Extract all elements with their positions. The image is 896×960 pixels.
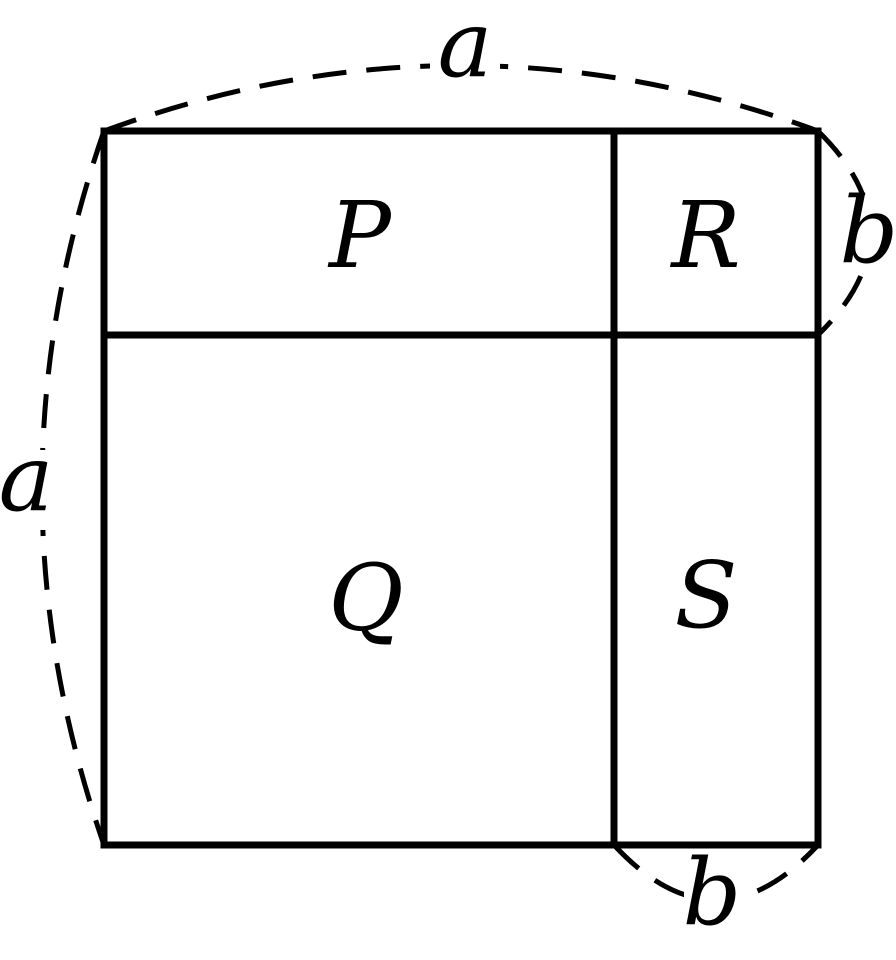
dimension-label-right: b — [840, 177, 896, 284]
dimension-label-left: a — [0, 425, 53, 532]
right-label-mask — [846, 195, 892, 275]
region-label-s: S — [674, 542, 737, 649]
region-label-p: P — [327, 182, 393, 289]
region-label-r: R — [669, 182, 740, 289]
top-dimension-arc — [103, 63, 819, 134]
left-dimension-arc — [39, 130, 107, 846]
bottom-label-mask — [684, 865, 744, 945]
outer-square — [100, 127, 822, 849]
left-label-mask — [0, 450, 52, 530]
top-label-mask — [430, 20, 500, 100]
dimension-label-top: a — [438, 0, 493, 98]
dimension-label-bottom: b — [683, 839, 742, 946]
region-label-q: Q — [328, 545, 403, 652]
